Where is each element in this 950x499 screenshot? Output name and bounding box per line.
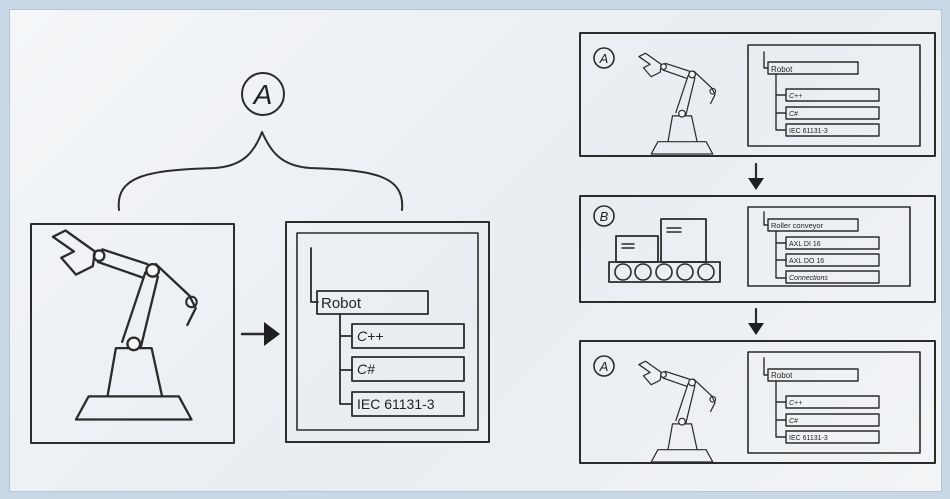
badge-a-top-text: A [599, 51, 609, 66]
robot-box-large [31, 224, 234, 443]
tree-item-label: AXL DO 16 [789, 258, 824, 265]
brace [119, 132, 403, 210]
badge-a-large: A [242, 73, 284, 115]
robot-arm-icon [53, 231, 197, 420]
tree-root-label: Roller conveyor [771, 221, 824, 230]
roller-conveyor-icon [609, 219, 720, 282]
tree-item-label: C# [789, 111, 798, 118]
panel-b: B Roller conveyor AXL DI 16 A [580, 196, 935, 302]
tree-item-label: C# [789, 418, 798, 425]
tree-item-label: C++ [789, 400, 802, 407]
arrow-down-icon [748, 309, 764, 335]
tree-item-label: C++ [357, 328, 383, 344]
tree-item-label: C++ [789, 93, 802, 100]
tree-item-label: IEC 61131-3 [357, 396, 435, 412]
tree-item-label: IEC 61131-3 [789, 435, 828, 442]
badge-b-text: B [600, 209, 609, 224]
robot-arm-icon [639, 53, 716, 154]
badge-a-bottom-text: A [599, 359, 609, 374]
tree-item-label: IEC 61131-3 [789, 128, 828, 135]
tree-root-label: Robot [321, 295, 362, 312]
robot-arm-icon [639, 361, 716, 462]
tree-box-large: Robot C++ C# IEC 61131-3 [286, 222, 489, 442]
tree-item-label: C# [357, 361, 375, 377]
panel-a-top: A Robot C++ C# IEC 61131-3 [580, 33, 935, 156]
tree-root-label: Robot [771, 371, 793, 380]
badge-a-large-text: A [252, 79, 273, 110]
tree-item-label: Connections [789, 275, 828, 282]
arrow-right-icon [242, 322, 280, 346]
arrow-down-icon [748, 164, 764, 190]
tree-item-label: AXL DI 16 [789, 241, 821, 248]
panel-a-bottom: A Robot C++ C# IEC 61131-3 [580, 341, 935, 463]
tree-root-label: Robot [771, 65, 793, 74]
